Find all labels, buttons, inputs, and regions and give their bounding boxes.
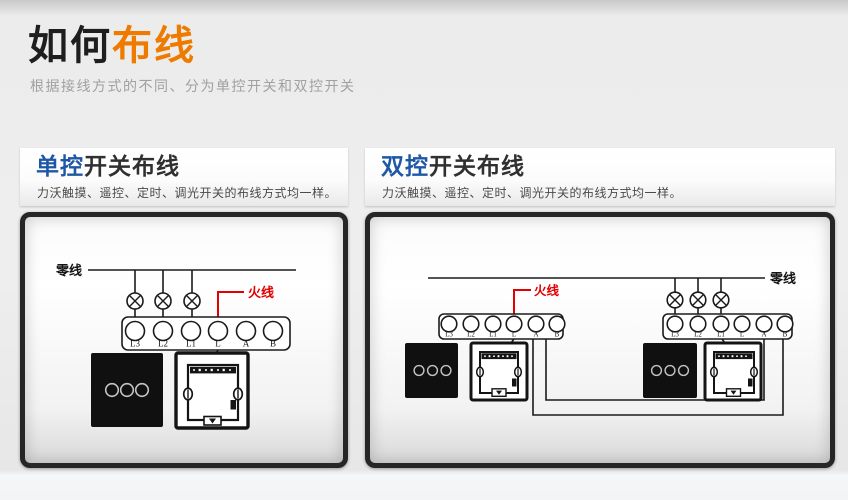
- section-title-single: 单控开关布线: [20, 148, 348, 181]
- terminal-label: L1: [489, 331, 497, 339]
- terminal-circle: [440, 315, 458, 333]
- touch-button-icon: [677, 364, 690, 377]
- terminal-label: B: [270, 339, 276, 349]
- terminal-circle: [666, 315, 684, 333]
- screw-icon: [475, 366, 485, 378]
- terminal-label: L: [215, 339, 221, 349]
- neutral-wire-label: 零线: [55, 263, 82, 278]
- terminal-circle: [124, 320, 146, 342]
- switch-module: [469, 341, 529, 402]
- neutral-wire-label: 零线: [769, 271, 796, 286]
- touch-button-icon: [650, 364, 663, 377]
- section-title-double-rest: 开关布线: [429, 153, 525, 179]
- section-subtitle-single: 力沃触摸、遥控、定时、调光开关的布线方式均一样。: [37, 185, 338, 200]
- terminal-label: L2: [158, 339, 168, 349]
- terminal-circle: [505, 315, 523, 333]
- live-wire: 火线: [217, 285, 274, 317]
- terminal-strip: [715, 353, 753, 360]
- section-subtitle-double: 力沃触摸、遥控、定时、调光开关的布线方式均一样。: [382, 185, 683, 200]
- terminal-circle: [462, 315, 480, 333]
- neutral-wire: 零线: [55, 263, 296, 278]
- screw-icon: [232, 387, 244, 401]
- neutral-wire: 零线: [428, 271, 796, 286]
- terminal-circle: [235, 320, 257, 342]
- live-wire-label: 火线: [248, 285, 274, 300]
- touch-button-icon: [134, 382, 150, 398]
- terminal-circle: [527, 315, 545, 333]
- touch-panel: [91, 353, 163, 427]
- terminal-label: L: [740, 331, 744, 339]
- module-bottom-tab: [203, 415, 222, 426]
- double-control-diagram-canvas: 零线 火线 L3 L2 L1 L A B: [405, 271, 796, 416]
- traveller-wire-b: [545, 339, 765, 401]
- touch-panel: [405, 343, 458, 398]
- screw-icon: [182, 387, 194, 401]
- page-title: 如何布线: [28, 24, 196, 68]
- traveller-wire-a: [532, 339, 784, 416]
- terminal-label: L2: [694, 331, 702, 339]
- lamp-icon: [712, 278, 730, 317]
- screw-icon: [749, 366, 759, 378]
- section-card-single: 单控开关布线 力沃触摸、遥控、定时、调光开关的布线方式均一样。: [20, 148, 348, 206]
- lamp-icon: [126, 270, 144, 322]
- page-subtitle: 根据接线方式的不同、分为单控开关和双控开关: [30, 78, 356, 94]
- terminal-block-right: L3 L2 L1 L A B: [662, 313, 794, 340]
- page-title-orange: 布线: [112, 24, 196, 68]
- terminal-circle: [689, 315, 707, 333]
- touch-button-icon: [664, 364, 676, 377]
- page-title-black: 如何: [28, 24, 112, 68]
- touch-button-icon: [413, 364, 425, 377]
- lamp-icon: [666, 278, 684, 317]
- module-bottom-tab: [491, 388, 507, 398]
- lamp-icon: [154, 270, 172, 322]
- terminal-label: L1: [717, 331, 725, 339]
- section-title-double-accent: 双控: [381, 153, 429, 179]
- section-title-single-rest: 开关布线: [84, 153, 180, 179]
- terminal-circle: [262, 320, 284, 342]
- terminal-label: A: [533, 331, 538, 339]
- screw-icon: [709, 366, 719, 378]
- terminal-strip: [190, 366, 236, 374]
- terminal-label: A: [761, 331, 766, 339]
- section-title-single-accent: 单控: [36, 153, 84, 179]
- terminal-label: L3: [445, 331, 453, 339]
- terminal-block-left: L3 L2 L1 L A B: [438, 313, 566, 340]
- switch-module: [703, 341, 763, 402]
- terminal-circle: [548, 315, 566, 333]
- screw-icon: [513, 366, 523, 378]
- touch-button-icon: [119, 382, 135, 398]
- module-bottom-tab: [725, 388, 742, 398]
- wiring-diagram-double: 零线 火线 L3 L2 L1 L A B: [365, 212, 835, 468]
- terminal-circle: [152, 320, 174, 342]
- terminal-label: L3: [671, 331, 679, 339]
- wiring-diagram-single: 零线: [20, 212, 348, 468]
- touch-button-icon: [440, 364, 452, 377]
- touch-button-icon: [104, 382, 120, 398]
- terminal-label: B: [555, 331, 560, 339]
- touch-button-icon: [426, 364, 439, 377]
- terminal-circle: [776, 315, 794, 333]
- terminal-circle: [207, 320, 229, 342]
- section-card-double: 双控开关布线 力沃触摸、遥控、定时、调光开关的布线方式均一样。: [365, 148, 835, 206]
- single-control-diagram-canvas: 零线: [55, 263, 296, 430]
- terminal-circle: [755, 315, 773, 333]
- lamp-icon: [689, 278, 707, 317]
- touch-panel: [643, 343, 697, 398]
- terminal-block: L3 L2 L1 L A B: [121, 316, 291, 351]
- terminal-label: L: [512, 331, 516, 339]
- switch-module: [174, 351, 250, 430]
- terminal-label: B: [783, 331, 788, 339]
- terminal-label: L2: [467, 331, 475, 339]
- terminal-circle: [733, 315, 751, 333]
- terminal-label: L1: [186, 339, 196, 349]
- terminal-circle: [484, 315, 502, 333]
- live-wire-label: 火线: [534, 283, 560, 298]
- terminal-label: A: [243, 339, 250, 349]
- terminal-circle: [712, 315, 730, 333]
- section-title-double: 双控开关布线: [365, 148, 835, 181]
- terminal-label: L3: [130, 339, 140, 349]
- lamp-icon: [183, 270, 201, 322]
- terminal-circle: [180, 320, 202, 342]
- live-wire: 火线: [513, 283, 560, 314]
